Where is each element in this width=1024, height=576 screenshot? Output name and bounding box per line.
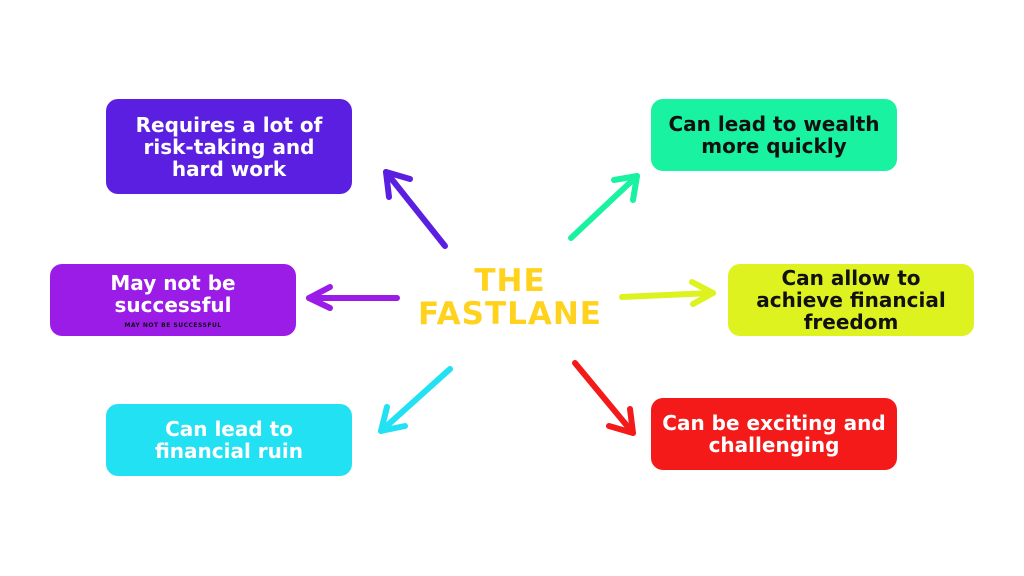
node-financial-freedom-label: Can allow to achieve financial freedom: [756, 266, 946, 334]
node-wealth-quickly-label: Can lead to wealth more quickly: [668, 112, 880, 158]
node-may-not-be-successful-small-text: MAY NOT BE SUCCESSFUL: [124, 321, 222, 329]
arrow-to-financial-freedom: [619, 279, 716, 307]
arrow-to-financial-ruin: [378, 366, 453, 434]
node-financial-ruin: Can lead to financial ruin: [106, 404, 352, 476]
node-exciting-challenging: Can be exciting and challenging: [651, 398, 897, 470]
arrow-to-risk-taking: [383, 169, 448, 249]
node-risk-taking-label: Requires a lot of risk-taking and hard w…: [135, 112, 323, 181]
node-wealth-quickly: Can lead to wealth more quickly: [651, 99, 897, 171]
arrow-to-exciting-challenging: [572, 360, 636, 436]
node-may-not-be-successful-label: May not be successful: [110, 270, 236, 317]
node-financial-ruin-label: Can lead to financial ruin: [154, 417, 304, 463]
central-topic-line-1: THE: [474, 263, 546, 299]
node-financial-freedom: Can allow to achieve financial freedom: [728, 264, 974, 336]
node-may-not-be-successful: May not be successful MAY NOT BE SUCCESS…: [50, 264, 296, 336]
central-topic-line-2: FASTLANE: [418, 296, 602, 332]
central-topic: THE FASTLANE: [405, 262, 615, 334]
node-risk-taking: Requires a lot of risk-taking and hard w…: [106, 99, 352, 194]
arrow-to-may-not-be-successful: [306, 284, 400, 311]
arrow-to-wealth-quickly: [568, 173, 640, 241]
node-exciting-challenging-label: Can be exciting and challenging: [662, 411, 886, 457]
